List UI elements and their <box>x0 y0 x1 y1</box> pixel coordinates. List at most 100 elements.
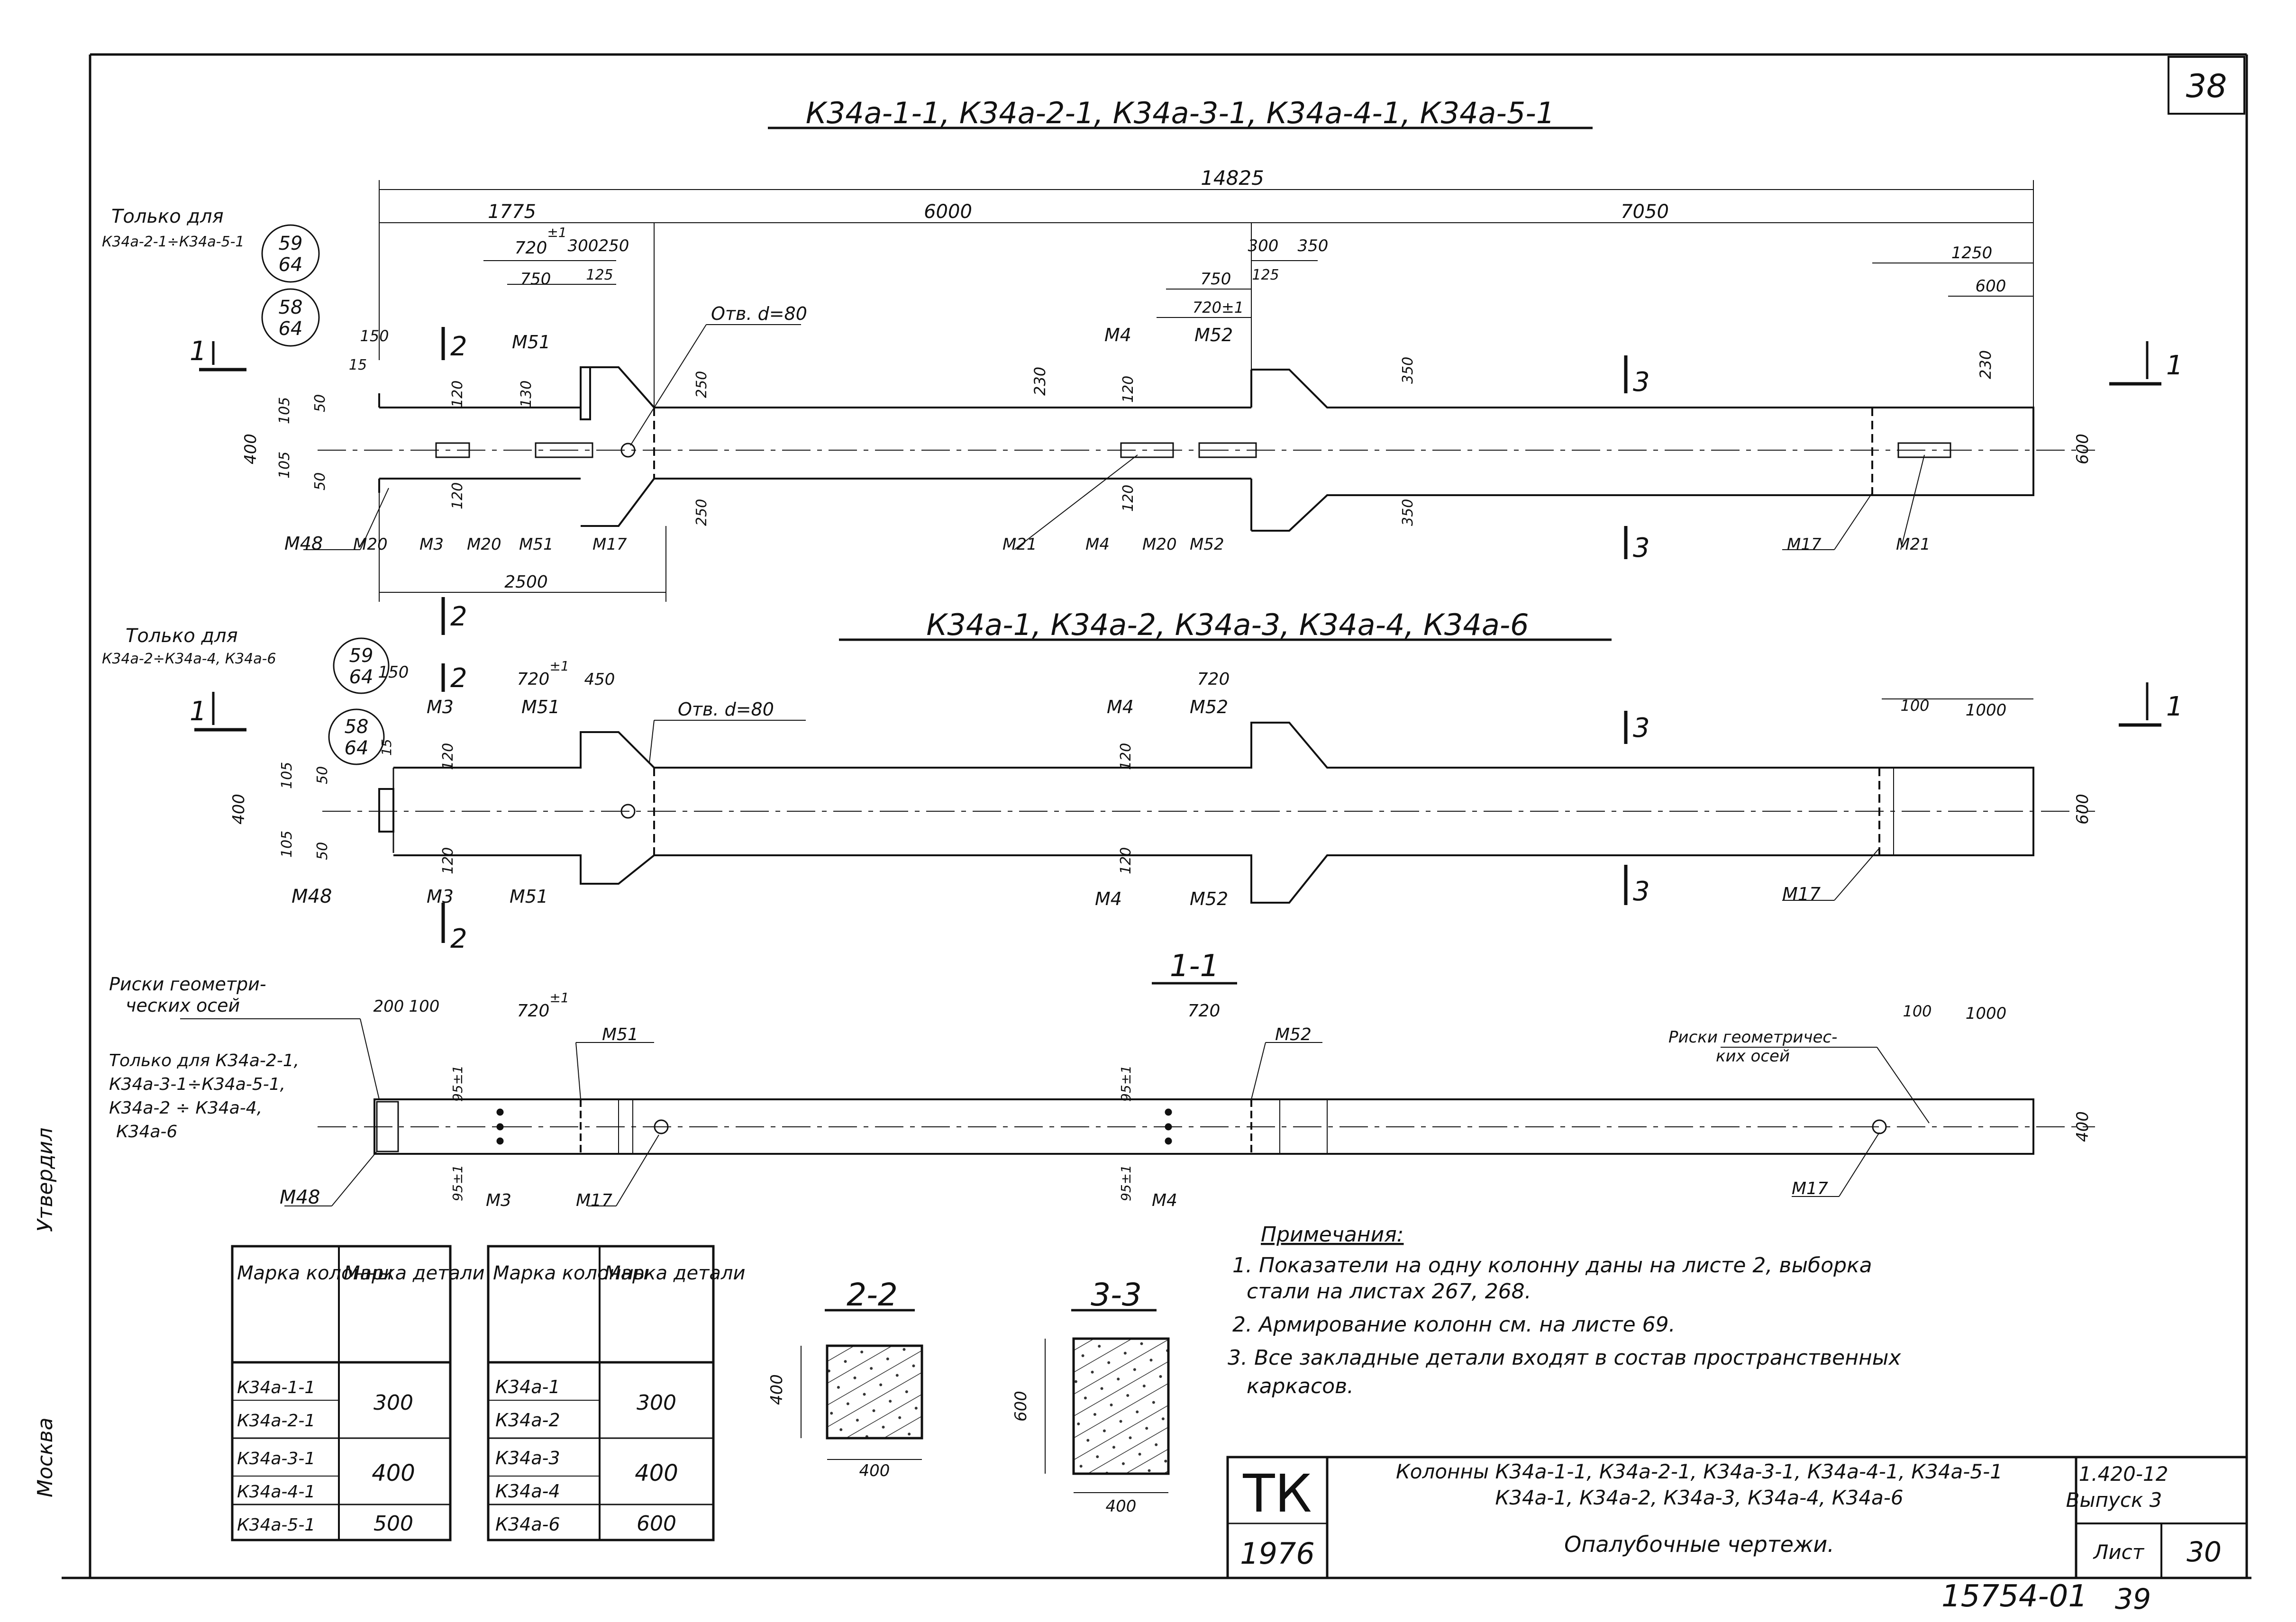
dim-top-600h: 600 <box>2073 434 2092 464</box>
label-mid-m17: М17 <box>1782 884 1821 905</box>
label-mid-m4b: М4 <box>1095 888 1122 909</box>
label-top-m17a: М17 <box>592 535 627 554</box>
label-top-m20b: М20 <box>467 535 501 554</box>
table2-h1: Марка колонны <box>493 1262 648 1284</box>
table-1 <box>231 1245 452 1541</box>
label-bot-m4: М4 <box>1152 1191 1177 1210</box>
dim-top-50b: 50 <box>312 472 328 490</box>
label-mid-m51b: М51 <box>510 886 548 907</box>
section-33-h: 600 <box>1011 1391 1030 1422</box>
dim-mid-450: 450 <box>584 670 615 689</box>
dim-top-50a: 50 <box>312 394 328 412</box>
dim-top-7050: 7050 <box>1621 201 1669 223</box>
table1-r2-det: 400 <box>372 1460 415 1486</box>
dim-top-tol: ±1 <box>547 225 566 240</box>
dim-top-total: 14825 <box>1201 166 1264 190</box>
label-top-m4b: М4 <box>1085 535 1110 554</box>
label-bot-only-3: К34а-2 ÷ К34а-4, <box>109 1098 262 1118</box>
label-top-sec3b: 3 <box>1633 533 1650 563</box>
label-mid-sec1: 1 <box>190 696 207 727</box>
label-mid-circle1b: 64 <box>349 666 374 688</box>
table2-r0-det: 300 <box>637 1391 676 1415</box>
label-mid-m48: М48 <box>292 886 332 907</box>
label-top-m51a: М51 <box>512 332 550 353</box>
dim-mid-50b: 50 <box>314 842 331 860</box>
stamp-org: ТК <box>1242 1463 1312 1524</box>
archive-code: 15754-01 <box>1941 1579 2087 1614</box>
dim-mid-720b: 720 <box>1197 670 1230 689</box>
label-bot-m17b: М17 <box>1792 1179 1828 1198</box>
label-top-sec2b: 2 <box>450 601 467 632</box>
section-2-2 <box>801 1309 923 1460</box>
label-bot-risks-left-2: ческих осей <box>126 995 240 1016</box>
margin-approved: Утвердил <box>33 1127 57 1232</box>
label-mid-only-for: Только для <box>126 625 238 647</box>
section-33-w: 400 <box>1106 1497 1137 1516</box>
dim-top-15: 15 <box>349 357 367 373</box>
dim-top-1775: 1775 <box>488 201 536 223</box>
dim-top-750: 750 <box>520 270 551 289</box>
table1-r2-col: К34а-3-1 <box>237 1449 315 1468</box>
label-top-m52b: М52 <box>1190 535 1224 554</box>
title-top: К34а-1-1, К34а-2-1, К34а-3-1, К34а-4-1, … <box>806 96 1555 130</box>
label-bot-m17a: М17 <box>576 1191 612 1210</box>
dim-mid-50a: 50 <box>314 766 331 784</box>
label-top-m51b: М51 <box>519 535 554 554</box>
stamp-line2: К34а-1, К34а-2, К34а-3, К34а-4, К34а-6 <box>1495 1486 1903 1509</box>
stamp-line3: Опалубочные чертежи. <box>1564 1531 1834 1557</box>
dim-top-400: 400 <box>241 434 260 464</box>
dim-bot-400: 400 <box>2073 1111 2092 1142</box>
dim-top-150: 150 <box>360 327 389 345</box>
dim-mid-120a: 120 <box>440 743 456 770</box>
dim-mid-150: 150 <box>378 663 409 682</box>
label-bot-m48: М48 <box>280 1187 320 1208</box>
label-top-m17b: М17 <box>1787 535 1822 554</box>
label-top-m20a: М20 <box>353 535 388 554</box>
dim-top-105a: 105 <box>276 397 293 424</box>
dim-bot-95a: 95±1 <box>450 1065 465 1102</box>
label-bot-only-1: Только для К34а-2-1, <box>109 1051 299 1070</box>
dim-top-750b: 750 <box>1201 270 1231 289</box>
table2-header-det: Марка детали <box>604 1262 745 1284</box>
label-mid-sec1r: 1 <box>2166 691 2183 722</box>
dim-top-350: 350 <box>1298 236 1329 255</box>
label-mid-only-range: К34а-2÷К34а-4, К34а-6 <box>102 651 276 667</box>
label-bot-only-2: К34а-3-1÷К34а-5-1, <box>109 1075 285 1094</box>
dim-bot-720: 720 <box>517 1001 550 1021</box>
label-top-m21b: М21 <box>1896 535 1931 554</box>
label-top-m48: М48 <box>284 533 323 554</box>
dim-top-300: 300 <box>568 236 599 255</box>
dim-bot-100: 100 <box>409 997 440 1016</box>
table1-header-det: Марка детали <box>344 1262 484 1284</box>
table2-h2: Марка детали <box>604 1262 745 1284</box>
label-mid-sec3a: 3 <box>1633 713 1650 743</box>
stamp-series: 1.420-12 <box>2079 1462 2168 1486</box>
bottom-number: 39 <box>2115 1583 2151 1616</box>
table-2 <box>487 1245 715 1541</box>
dim-top-300b: 300 <box>1248 236 1279 255</box>
title-bottom: 1-1 <box>1170 949 1220 984</box>
label-mid-sec3b: 3 <box>1633 876 1650 907</box>
note-3a: 3. Все закладные детали входят в состав … <box>1228 1346 1902 1370</box>
label-mid-circle2a: 58 <box>345 716 369 738</box>
label-mid-m4a: М4 <box>1107 697 1134 717</box>
label-bot-m52: М52 <box>1275 1025 1312 1044</box>
dim-mid-tol: ±1 <box>549 658 569 674</box>
stamp-year: 1976 <box>1240 1536 1315 1571</box>
dim-bot-95c: 95±1 <box>1118 1065 1134 1102</box>
dim-top-125: 125 <box>586 267 613 283</box>
dim-top-350a: 350 <box>1400 357 1416 384</box>
label-top-m20c: М20 <box>1142 535 1177 554</box>
note-1b: стали на листах 267, 268. <box>1247 1279 1531 1304</box>
view-bottom <box>180 982 2095 1206</box>
title-middle: К34а-1, К34а-2, К34а-3, К34а-4, К34а-6 <box>926 607 1529 642</box>
label-mid-m3b: М3 <box>427 886 454 907</box>
dim-top-120c: 120 <box>1120 376 1137 403</box>
dim-top-720: 720 <box>515 238 547 258</box>
table2-r2-det: 400 <box>635 1460 678 1486</box>
dim-mid-120c: 120 <box>1118 743 1134 770</box>
label-bot-only-4: К34а-6 <box>116 1122 177 1142</box>
title-block <box>1226 1456 2248 1579</box>
page-number: 38 <box>2186 68 2227 105</box>
